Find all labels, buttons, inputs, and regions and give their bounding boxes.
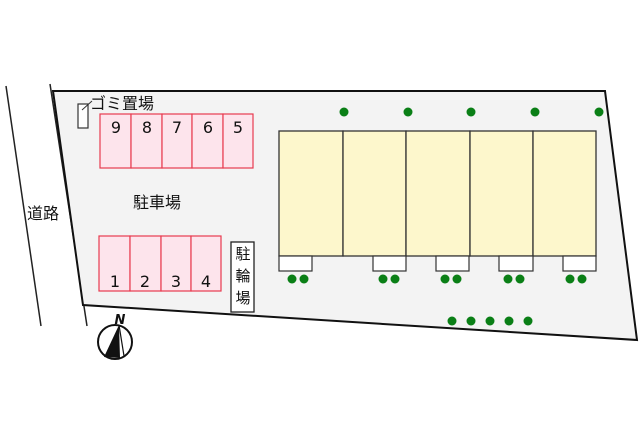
building — [278, 130, 597, 272]
road-label: 道路 — [27, 204, 59, 223]
entrance-porch — [372, 255, 407, 272]
entrance-porch — [498, 255, 534, 272]
tree-icon — [390, 274, 400, 284]
tree-icon — [523, 316, 533, 326]
tree-icon — [577, 274, 587, 284]
parking-number: 5 — [233, 118, 243, 137]
building-unit — [469, 130, 534, 257]
entrance-porch — [278, 255, 313, 272]
building-unit — [342, 130, 407, 257]
north-label: N — [115, 313, 126, 328]
tree-icon — [594, 107, 604, 117]
bicycle-parking-label: 輪 — [235, 267, 250, 285]
parking-row-top: 9 8 7 6 5 — [99, 113, 254, 169]
parking-number: 3 — [171, 272, 181, 291]
garbage-label: ゴミ置場 — [90, 94, 154, 113]
garbage-station — [77, 103, 89, 129]
road-edge-left — [5, 85, 42, 327]
parking-space — [129, 235, 162, 292]
building-unit — [405, 130, 471, 257]
tree-icon — [485, 316, 495, 326]
parking-number: 8 — [142, 118, 152, 137]
tree-icon — [504, 316, 514, 326]
bicycle-parking-label: 場 — [235, 289, 250, 307]
garbage-pointer — [81, 100, 93, 111]
tree-icon — [440, 274, 450, 284]
building-unit — [278, 130, 344, 257]
parking-space — [161, 113, 193, 169]
tree-icon — [452, 274, 462, 284]
trees — [287, 107, 604, 326]
parking-space — [190, 235, 222, 292]
parking-label: 駐車場 — [133, 193, 181, 212]
tree-icon — [339, 107, 349, 117]
entrance-porch — [435, 255, 470, 272]
tree-icon — [403, 107, 413, 117]
bicycle-parking — [230, 241, 255, 313]
parking-number: 6 — [203, 118, 213, 137]
parking-space — [160, 235, 192, 292]
tree-icon — [287, 274, 297, 284]
entrance-porch — [562, 255, 597, 272]
parking-number: 4 — [201, 272, 211, 291]
tree-icon — [299, 274, 309, 284]
tree-icon — [530, 107, 540, 117]
tree-icon — [515, 274, 525, 284]
north-arrow-icon: N — [97, 313, 133, 360]
tree-icon — [565, 274, 575, 284]
parking-number: 9 — [111, 118, 121, 137]
building-unit — [532, 130, 597, 257]
tree-icon — [447, 316, 457, 326]
parking-number: 7 — [172, 118, 182, 137]
tree-icon — [466, 316, 476, 326]
tree-icon — [503, 274, 513, 284]
parking-number: 2 — [140, 272, 150, 291]
tree-icon — [378, 274, 388, 284]
parking-space — [99, 113, 132, 169]
parking-space — [222, 113, 254, 169]
parking-row-bottom: 1 2 3 4 — [98, 235, 222, 292]
parking-space — [191, 113, 224, 169]
bicycle-parking-label: 駐 — [235, 245, 250, 263]
tree-icon — [466, 107, 476, 117]
parking-space — [98, 235, 131, 292]
parking-number: 1 — [110, 272, 120, 291]
